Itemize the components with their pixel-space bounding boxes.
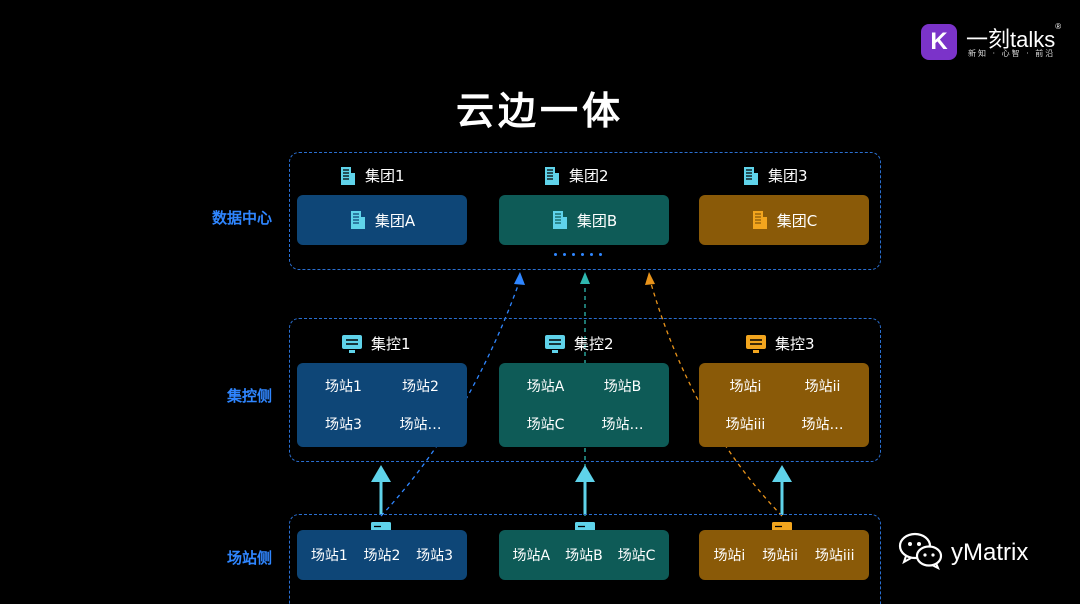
- group-3-header: 集团3: [742, 165, 808, 186]
- site-label: 场站iii: [725, 417, 766, 433]
- group-2-header: 集团2: [543, 165, 609, 186]
- site-label: 场站C: [617, 548, 656, 564]
- dot: [554, 253, 557, 256]
- site-label: 场站3: [325, 417, 362, 433]
- control-card-1: 场站1 场站2 场站3 场站…: [297, 363, 467, 447]
- group-card-a-label: 集团A: [374, 211, 416, 230]
- site-label: 场站…: [801, 417, 844, 433]
- control-1-label: 集控1: [371, 335, 411, 353]
- site-card-2: 场站A 场站B 场站C: [499, 530, 669, 580]
- brand-logo: K: [921, 24, 957, 60]
- row-label-control: 集控侧: [226, 387, 272, 405]
- site-label: 场站ii: [804, 379, 841, 395]
- dot: [563, 253, 566, 256]
- datacenter-frame: [289, 152, 881, 270]
- uplink-orange-head: [645, 272, 655, 285]
- site-label: 场站…: [601, 417, 644, 433]
- group-card-c: 集团C: [699, 195, 869, 245]
- building-icon: [552, 211, 567, 229]
- site-label: 场站A: [526, 379, 565, 395]
- building-icon: [545, 166, 559, 185]
- arrow-3-head: [772, 465, 792, 482]
- site-label: 场站1: [310, 548, 348, 564]
- solid-uplinks: [371, 465, 792, 515]
- site-label: 场站1: [325, 379, 362, 395]
- brand-name-text: 一刻talks: [966, 27, 1056, 52]
- site-label: 场站B: [603, 379, 642, 395]
- control-3-label: 集控3: [775, 335, 815, 353]
- dot: [599, 253, 602, 256]
- site-label: 场站…: [399, 417, 442, 433]
- watermark-text: yMatrix: [951, 539, 1029, 566]
- building-icon: [341, 166, 355, 185]
- control-2-label: 集控2: [574, 335, 614, 353]
- brand-tagline: 新知 · 心智 · 前沿: [968, 49, 1056, 58]
- monitor-icon: [746, 334, 766, 353]
- ellipsis-dots: [554, 253, 602, 256]
- uplink-orange: [649, 279, 783, 517]
- building-icon: [350, 211, 365, 229]
- arrow-2-head: [575, 465, 595, 482]
- control-card-3: 场站i 场站ii 场站iii 场站…: [699, 363, 869, 447]
- site-label: 场站iii: [814, 548, 855, 564]
- group-card-c-label: 集团C: [776, 211, 818, 230]
- arrow-1-head: [371, 465, 391, 482]
- uplink-teal-head: [580, 272, 590, 284]
- control-1-header: 集控1: [341, 333, 411, 354]
- site-label: 场站3: [416, 548, 454, 564]
- group-card-b: 集团B: [499, 195, 669, 245]
- site-card-1: 场站1 场站2 场站3: [297, 530, 467, 580]
- group-2-label: 集团2: [569, 167, 609, 185]
- group-card-b-label: 集团B: [576, 211, 618, 230]
- building-icon: [752, 211, 767, 229]
- control-3-header: 集控3: [745, 333, 815, 354]
- control-frame: [289, 318, 881, 462]
- group-1-header: 集团1: [339, 165, 405, 186]
- site-label: 场站C: [526, 417, 565, 433]
- wechat-icon: [898, 532, 943, 570]
- dashed-uplinks: [380, 272, 783, 517]
- dot: [572, 253, 575, 256]
- site-label: 场站B: [565, 548, 603, 564]
- group-1-label: 集团1: [365, 167, 405, 185]
- uplink-blue: [380, 279, 521, 517]
- uplink-blue-head: [514, 272, 525, 285]
- group-3-label: 集团3: [768, 167, 808, 185]
- row-label-datacenter: 数据中心: [211, 209, 272, 227]
- building-icon: [744, 166, 758, 185]
- group-card-a: 集团A: [297, 195, 467, 245]
- brand-registered: ®: [1055, 22, 1062, 31]
- site-label: 场站i: [729, 379, 762, 395]
- site-frame: [289, 514, 881, 604]
- monitor-icon: [545, 334, 565, 353]
- site-label: 场站A: [512, 548, 551, 564]
- dot: [590, 253, 593, 256]
- monitor-icon: [342, 334, 362, 353]
- site-label: 场站i: [713, 548, 746, 564]
- site-label: 场站2: [363, 548, 401, 564]
- site-card-3: 场站i 场站ii 场站iii: [699, 530, 869, 580]
- page-title: 云边一体: [455, 89, 624, 133]
- row-label-site: 场站侧: [226, 549, 272, 567]
- brand-name: 一刻talks®: [966, 22, 1061, 54]
- control-2-header: 集控2: [544, 333, 614, 354]
- control-card-2: 场站A 场站B 场站C 场站…: [499, 363, 669, 447]
- dot: [581, 253, 584, 256]
- site-label: 场站ii: [762, 548, 798, 564]
- site-label: 场站2: [402, 379, 439, 395]
